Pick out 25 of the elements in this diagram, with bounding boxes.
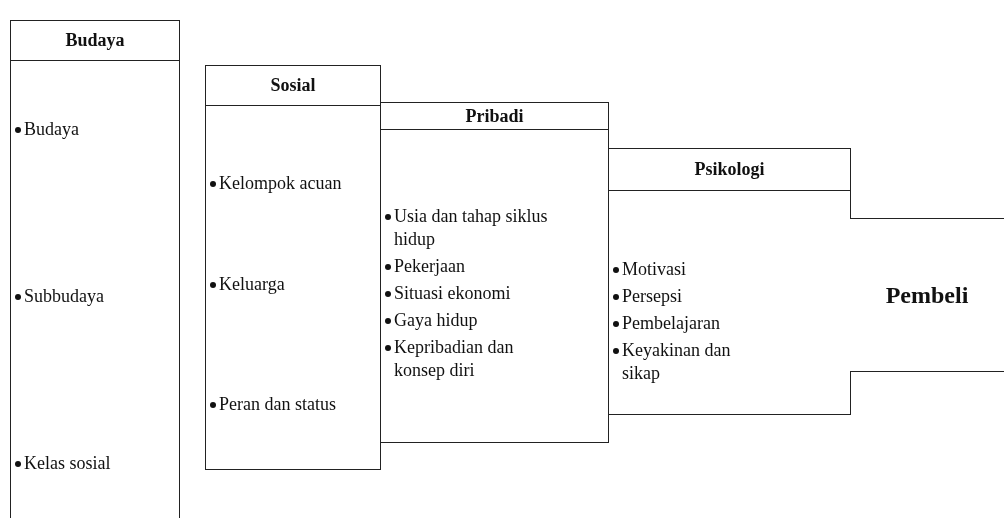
factor-box — [608, 148, 851, 415]
list-item: Pekerjaan — [394, 255, 466, 278]
list-item: Persepsi — [622, 285, 683, 308]
list-item: Situasi ekonomi — [394, 282, 512, 305]
factor-box — [380, 102, 609, 443]
list-item: Peran dan status — [219, 393, 337, 416]
box-heading: Budaya — [65, 30, 125, 51]
list-item: Motivasi — [622, 258, 687, 281]
result-panel — [850, 218, 1004, 372]
list-item: Subbudaya — [24, 285, 105, 308]
list-item: Kelompok acuan — [219, 172, 343, 195]
list-item: Usia dan tahap siklus hidup — [394, 205, 549, 251]
list-item: Gaya hidup — [394, 309, 479, 332]
list-item: Budaya — [24, 118, 80, 141]
box-heading: Psikologi — [694, 159, 765, 180]
list-item: Keluarga — [219, 273, 286, 296]
result-label: Pembeli — [885, 281, 969, 309]
list-item: Keyakinan dan sikap — [622, 339, 732, 385]
factor-box — [10, 20, 180, 518]
box-heading: Sosial — [270, 75, 316, 96]
list-item: Kepribadian dan konsep diri — [394, 336, 515, 382]
list-item: Kelas sosial — [24, 452, 112, 475]
box-heading: Pribadi — [465, 105, 524, 127]
list-item: Pembelajaran — [622, 312, 721, 335]
factor-box — [205, 65, 381, 470]
